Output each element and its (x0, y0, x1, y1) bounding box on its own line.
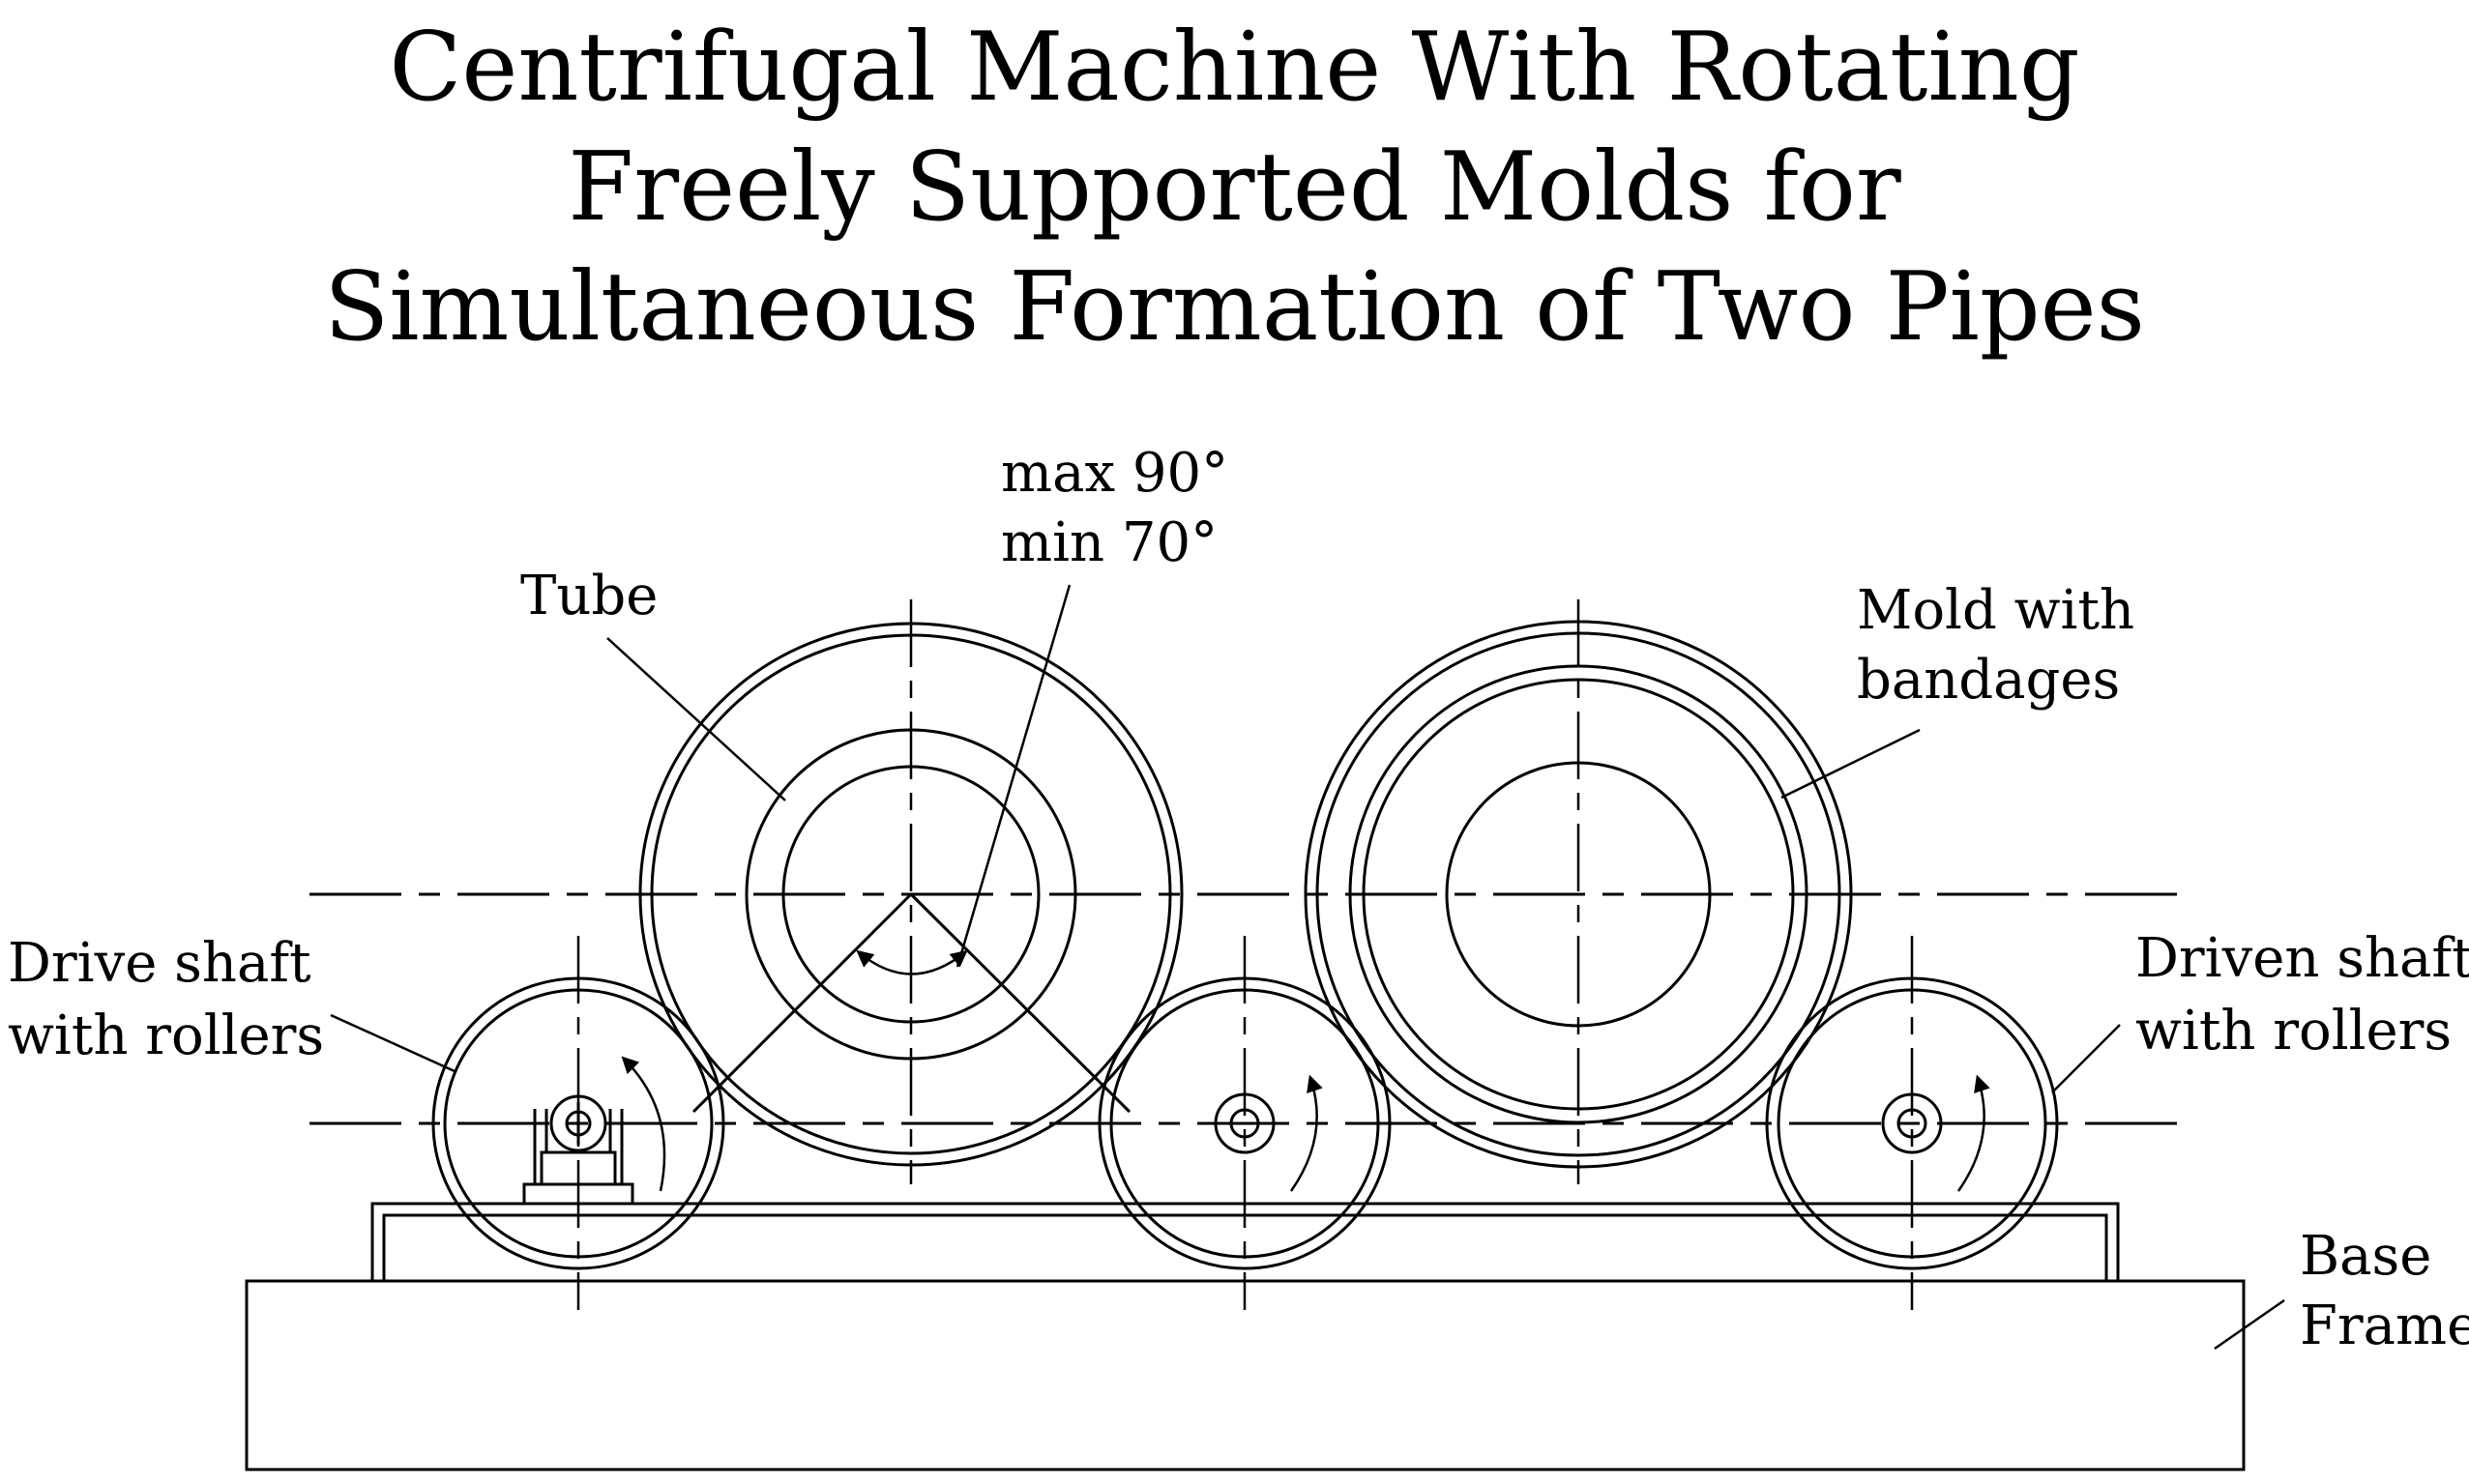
angle-min-label: min 70° (1001, 511, 1218, 574)
labels: max 90° min 70° Tube Mold with bandages … (8, 442, 2469, 1357)
title-line-2: Freely Supported Molds for (568, 132, 1901, 243)
mold-leader (1780, 728, 1921, 800)
drive-rotation-arrow (621, 1056, 666, 1192)
title-line-3: Simultaneous Formation of Two Pipes (324, 252, 2145, 363)
drive-roller (431, 936, 725, 1310)
bandaged-mold (1304, 599, 1853, 1184)
driven-label-line2: with rollers (2135, 1000, 2452, 1062)
driven-label-line1: Driven shaft (2135, 927, 2469, 990)
tube-label: Tube (520, 565, 658, 627)
title-line-1: Centrifugal Machine With Rotating (389, 13, 2080, 123)
driven-rotation-arrow (1956, 1074, 1990, 1192)
middle-roller (1098, 936, 1392, 1310)
angle-leader (955, 584, 1072, 968)
driven-roller (1765, 936, 2059, 1310)
rotation-arrows (621, 1056, 1990, 1192)
driven-leader (2051, 1024, 2121, 1093)
drive-leader (330, 1013, 456, 1073)
middle-rotation-arrow (1289, 1074, 1323, 1192)
tube-leader (606, 637, 786, 801)
tube-mold (638, 599, 1184, 1184)
leader-lines (330, 584, 2285, 1351)
base-label-line1: Base (2300, 1225, 2431, 1288)
drive-label-line1: Drive shaft (8, 932, 311, 995)
drive-label-line2: with rollers (8, 1004, 324, 1067)
diagram-title: Centrifugal Machine With Rotating Freely… (0, 8, 2469, 367)
mold-label-line1: Mold with (1857, 579, 2134, 642)
angle-arc (856, 949, 968, 975)
angle-max-label: max 90° (1001, 442, 1228, 505)
contact-angle-lines (691, 892, 1132, 1114)
mold-label-line2: bandages (1857, 649, 2120, 712)
base-leader (2214, 1298, 2285, 1351)
base-label-line2: Frame (2300, 1295, 2469, 1357)
bearing-block (540, 1150, 617, 1186)
